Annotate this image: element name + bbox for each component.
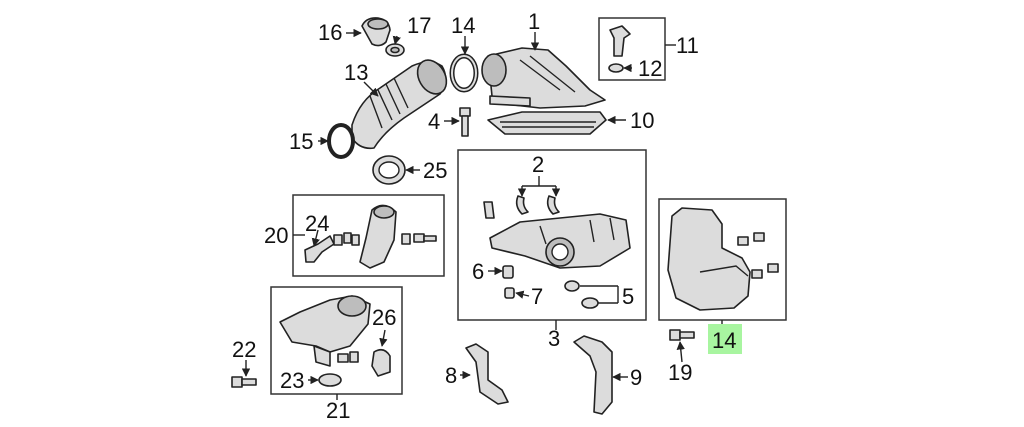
callout-24: 24	[305, 211, 329, 236]
callout-4: 4	[428, 109, 440, 134]
part-14-bolts	[737, 232, 779, 279]
highlight-14	[708, 324, 742, 354]
part-14-ring	[449, 53, 479, 93]
callout-16: 16	[318, 20, 342, 45]
part-11-sensor	[609, 25, 631, 57]
part-20-bolts	[401, 233, 437, 245]
callout-5: 5	[622, 284, 634, 309]
part-15-clamp	[327, 123, 355, 159]
part-19-bolt	[669, 329, 695, 341]
callout-14-top: 14	[451, 13, 475, 38]
part-9-bracket	[573, 335, 613, 415]
callout-26: 26	[372, 305, 396, 330]
callout-19: 19	[668, 360, 692, 385]
callout-2: 2	[532, 152, 544, 177]
part-20-clips	[333, 232, 360, 246]
part-23-grommet	[318, 373, 342, 387]
box-11	[598, 17, 666, 81]
part-4-bolt	[459, 107, 471, 137]
callout-25: 25	[423, 158, 447, 183]
part-13-intake-hose	[351, 59, 448, 150]
callout-20: 20	[264, 223, 288, 248]
part-1-air-cleaner-cover	[481, 47, 606, 109]
callout-12: 12	[638, 56, 662, 81]
part-2-clips	[483, 195, 560, 219]
callout-21: 21	[326, 398, 350, 423]
callout-11: 11	[676, 33, 699, 58]
part-16-elbow	[361, 17, 391, 47]
callout-8: 8	[445, 363, 457, 388]
part-6-grommet	[502, 265, 514, 279]
callout-22: 22	[232, 337, 256, 362]
part-8-bracket	[465, 343, 509, 405]
callout-23: 23	[280, 368, 304, 393]
part-25-ring	[372, 155, 406, 185]
leader-lines	[241, 28, 723, 400]
callout-1: 1	[528, 9, 540, 34]
callout-10: 10	[630, 108, 654, 133]
box-3	[457, 149, 647, 321]
part-17-clamp	[385, 43, 405, 57]
part-14-resonator	[667, 207, 751, 311]
part-7-grommet	[504, 287, 515, 299]
part-26-elbow	[371, 348, 391, 377]
callout-13: 13	[344, 60, 368, 85]
part-21-duct	[279, 295, 371, 367]
callout-17: 17	[407, 13, 431, 38]
part-20-duct	[359, 204, 397, 269]
callout-14-highlighted: 14	[712, 328, 736, 353]
callout-7: 7	[531, 284, 543, 309]
part-3-air-cleaner-case	[489, 213, 631, 269]
part-10-filter-element	[487, 111, 607, 135]
callout-6: 6	[472, 259, 484, 284]
callout-3: 3	[548, 326, 560, 351]
callout-9: 9	[630, 365, 642, 390]
part-5-mounts	[564, 280, 599, 309]
part-12-seal	[608, 63, 624, 73]
part-22-bolt	[231, 376, 257, 388]
part-21-fasteners	[337, 351, 359, 363]
callout-15: 15	[289, 129, 313, 154]
part-24-bracket	[304, 235, 335, 263]
